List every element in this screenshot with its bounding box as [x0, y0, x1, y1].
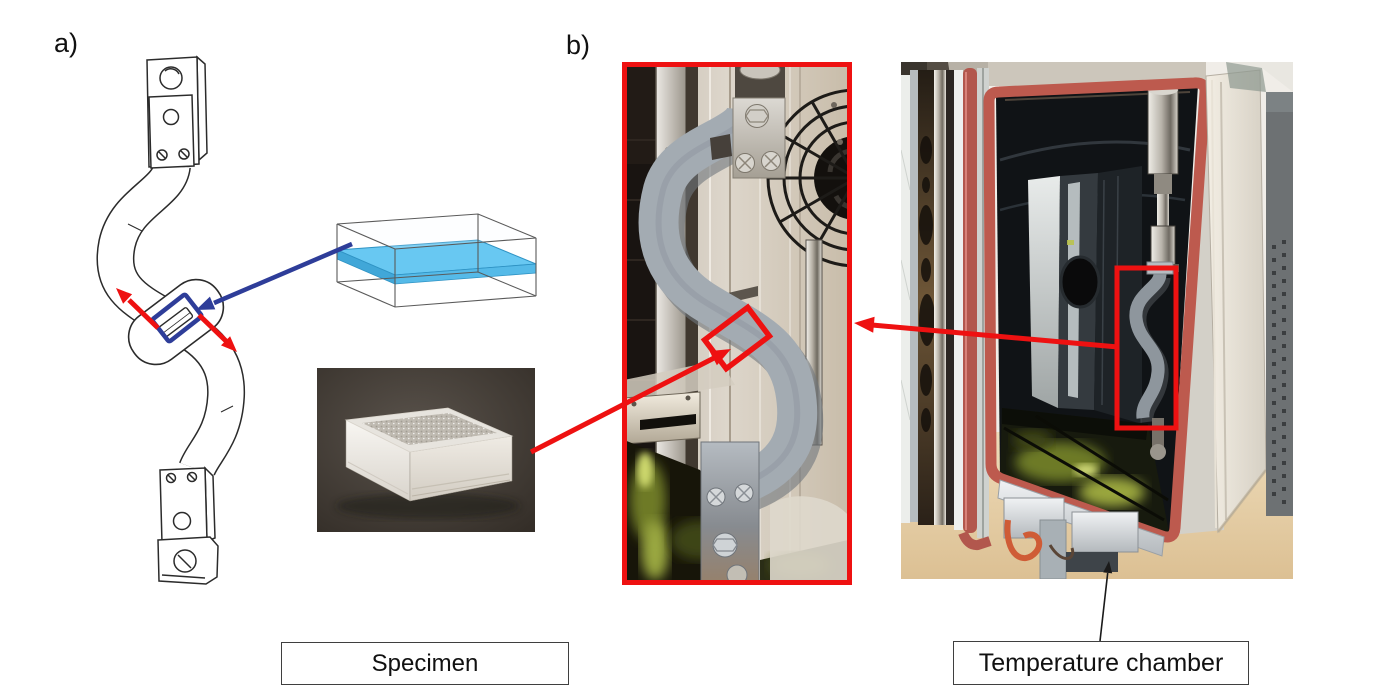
open-door-right [1205, 69, 1268, 534]
specimen-schematic [336, 213, 537, 308]
equipment-rack [1266, 92, 1293, 516]
chamber-to-closeup-arrow [854, 316, 1119, 350]
panel-a-label: a) [54, 28, 79, 58]
shear-direction-arrow-lower [197, 313, 237, 352]
cad-fixture-drawing [96, 55, 246, 585]
transparent-box-wireframe [336, 213, 537, 308]
panel-a [96, 55, 537, 585]
temperature-chamber-caption-box: Temperature chamber [953, 641, 1249, 685]
chamber-photo [901, 62, 1293, 579]
shear-fixture-in-chamber [1129, 261, 1174, 460]
shear-direction-arrow-upper [116, 288, 160, 330]
specimen-layer [336, 239, 537, 285]
specimen-location-box [150, 292, 204, 344]
fixture-bottom-clamp [157, 466, 219, 585]
specimen-location-arrow [196, 241, 353, 310]
orange-cable [1004, 519, 1043, 561]
specimen-caption-box: Specimen [281, 642, 569, 685]
open-door-left [901, 68, 992, 551]
specimen-block [344, 407, 514, 502]
chamber-interior [996, 85, 1198, 537]
top-clamp-photo [710, 67, 786, 179]
specimen-photo [317, 368, 535, 532]
fixture-closeup-photo [627, 67, 847, 580]
panel-b-label: b) [566, 30, 591, 60]
closeup-red-border [622, 62, 852, 585]
specimen-caption: Specimen [371, 649, 479, 677]
fixture-top-clamp [146, 55, 208, 169]
temperature-chamber-caption: Temperature chamber [978, 648, 1224, 677]
specimen-highlight-box-closeup [700, 303, 774, 373]
annotations [116, 241, 1179, 642]
chamber-base [997, 479, 1165, 579]
chamber-pointer-arrow [1099, 561, 1113, 642]
bottom-clamp-photo [700, 441, 760, 580]
fan-reflection [1059, 255, 1101, 309]
